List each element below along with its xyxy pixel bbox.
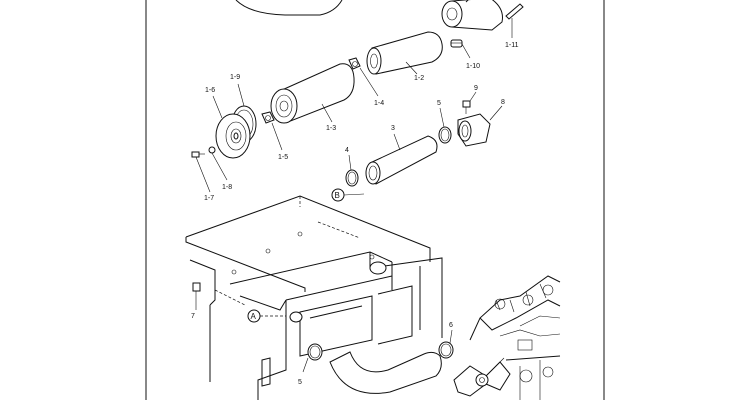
cover-part	[235, 0, 343, 16]
label-1-8: 1-8	[222, 184, 232, 191]
label-6: 6	[449, 322, 453, 329]
label-1-3: 1-3	[326, 125, 336, 132]
radiator-hose	[302, 343, 442, 394]
label-5-bottom: 5	[298, 379, 302, 386]
hose-clamp-4	[345, 154, 359, 187]
hose-clamp-6	[438, 329, 454, 359]
elbow-adapter	[457, 105, 503, 147]
mounting-frame	[185, 195, 443, 400]
outer-element-cylinder	[270, 63, 355, 124]
bolt-part	[462, 91, 477, 114]
screw-parts	[191, 146, 228, 193]
label-4: 4	[345, 147, 349, 154]
label-9: 9	[474, 85, 478, 92]
air-cleaner-body	[441, 0, 503, 31]
svg-text:A: A	[251, 312, 257, 321]
label-1-4: 1-4	[374, 100, 384, 107]
label-8: 8	[501, 99, 505, 106]
engine-assembly	[453, 275, 561, 400]
label-1-7: 1-7	[204, 195, 214, 202]
hose-clamp-top	[438, 107, 452, 144]
label-3: 3	[391, 125, 395, 132]
end-cap	[212, 95, 251, 159]
clip-part	[505, 3, 524, 38]
label-1-2: 1-2	[414, 75, 424, 82]
mount-bolt	[192, 282, 201, 310]
intake-hose	[365, 133, 438, 185]
label-1-11: 1-11	[505, 42, 519, 49]
label-1-6: 1-6	[205, 87, 215, 94]
label-1-5: 1-5	[278, 154, 288, 161]
reference-marker-b: B	[331, 188, 365, 202]
valve-part	[450, 39, 471, 59]
wing-nut-1-4	[348, 57, 379, 97]
reference-marker-a: A	[247, 309, 286, 323]
inner-element-cylinder	[366, 31, 443, 75]
label-5-top: 5	[437, 100, 441, 107]
svg-text:B: B	[335, 191, 340, 200]
wing-nut-1-5	[261, 111, 283, 151]
label-1-9: 1-9	[230, 74, 240, 81]
label-1-10: 1-10	[466, 63, 480, 70]
label-7: 7	[191, 313, 195, 320]
